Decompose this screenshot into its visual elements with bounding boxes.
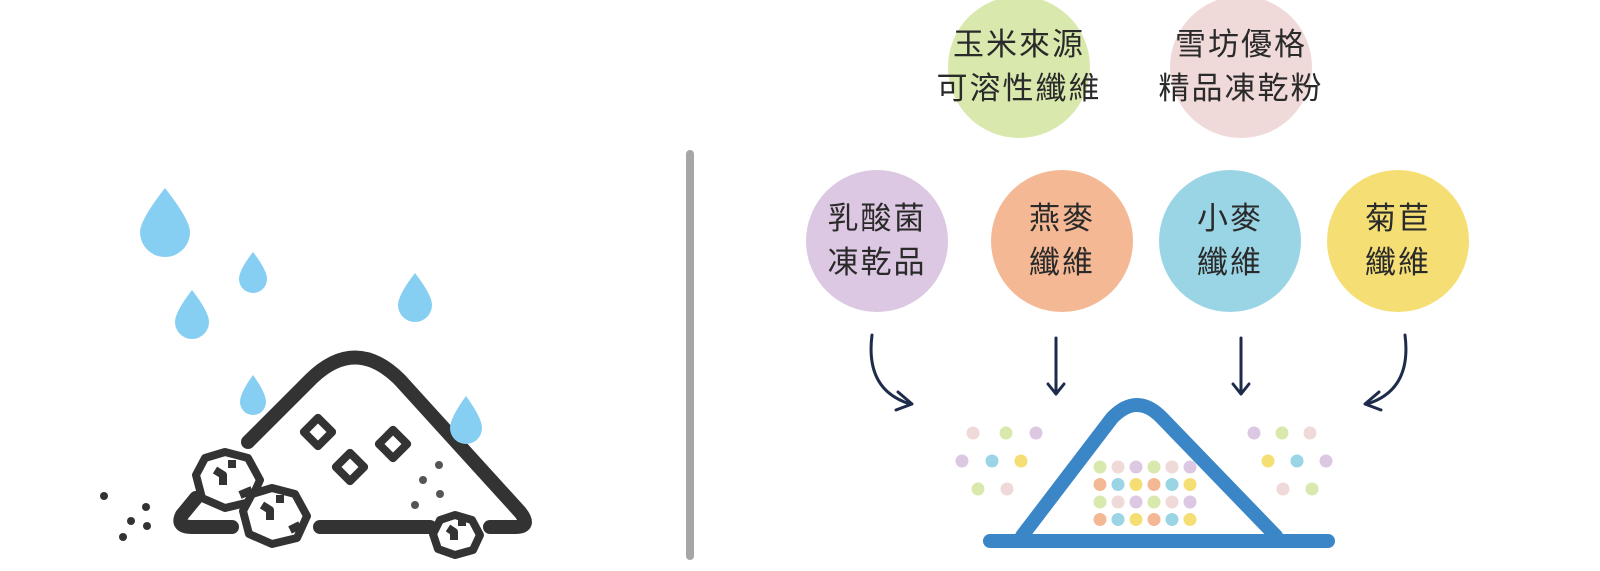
nutrient-dot [1147,460,1161,474]
circle-label-line: 玉米來源 [953,27,1085,63]
nutrient-dot [1183,513,1197,526]
mixed-powder-mound-icon [983,398,1335,548]
nutrient-dot [1129,513,1143,526]
circle-label-line: 纖維 [1197,245,1263,281]
nutrient-dot [985,454,999,468]
nutrient-dot [1111,460,1125,474]
nutrient-dot [1129,495,1143,509]
circle-label-line: 凍乾品 [827,245,927,281]
curved-arrow-right-icon [1363,333,1408,412]
ingredient-circle-lactobacillus: 乳酸菌 凍乾品 [806,170,948,312]
circle-label-line: 乳酸菌 [827,201,927,237]
ingredient-circle-oat-fiber: 燕麥 纖維 [991,170,1133,312]
arrows [869,333,1408,412]
arrow-down-icon [1231,336,1251,396]
nutrient-dot [955,454,969,468]
nutrient-dot [1129,460,1143,474]
powder-specks-icon [100,461,444,541]
nutrient-dot [1093,460,1107,474]
circle-label-line: 可溶性纖維 [936,71,1102,107]
nutrient-dot [1093,495,1107,509]
nutrient-dot [1111,513,1125,526]
circle-label-line: 燕麥 [1029,201,1095,237]
ingredient-circle-chicory-fiber: 菊苣 纖維 [1327,170,1469,312]
nutrient-dot [999,426,1013,440]
nutrient-dot [1111,495,1125,509]
nutrient-dot [1290,454,1304,468]
circle-label-line: 菊苣 [1365,201,1431,237]
nutrient-dot [1147,495,1161,509]
nutrient-dot [1303,426,1317,440]
nutrient-dot [1319,454,1333,468]
ingredient-circle-corn-fiber: 玉米來源 可溶性纖維 [937,0,1100,138]
clumped-powder-pile-icon [173,350,532,534]
nutrient-dot [1165,513,1179,526]
nutrient-dot [1147,478,1161,491]
nutrient-dot [1275,426,1289,440]
circle-label-line: 小麥 [1197,201,1263,237]
nutrient-dot [1093,478,1107,491]
nutrient-dot [1247,426,1261,440]
circle-label-line: 纖維 [1365,245,1431,281]
nutrient-dot [1305,482,1319,496]
curved-arrow-left-icon [869,333,914,412]
nutrient-dot [966,426,980,440]
nutrient-dot [1000,482,1014,496]
nutrient-dots [955,426,1333,526]
nutrient-dot [1183,495,1197,509]
nutrient-dot [1261,454,1275,468]
nutrient-dot [971,482,985,496]
nutrient-dot [1129,478,1143,491]
water-drops-icon [140,188,482,444]
nutrient-dot [1111,478,1125,491]
circle-label-line: 雪坊優格 [1175,27,1307,63]
nutrient-dot [1165,495,1179,509]
nutrient-dot [1029,426,1043,440]
clump-cubes-icon [192,448,484,559]
ingredient-circle-wheat-fiber: 小麥 纖維 [1159,170,1301,312]
nutrient-dot [1165,460,1179,474]
nutrient-dot [1165,478,1179,491]
nutrient-dot [1093,513,1107,526]
powder-granules-icon [299,413,412,486]
nutrient-dot [1014,454,1028,468]
circle-label-line: 纖維 [1029,245,1095,281]
nutrient-dot [1183,478,1197,491]
circle-label-line: 精品凍乾粉 [1158,71,1324,107]
nutrient-dot [1147,513,1161,526]
ingredient-circle-yogurt-powder: 雪坊優格 精品凍乾粉 [1159,0,1322,138]
nutrient-dot [1276,482,1290,496]
arrow-down-icon [1046,336,1066,396]
nutrient-dot [1183,460,1197,474]
